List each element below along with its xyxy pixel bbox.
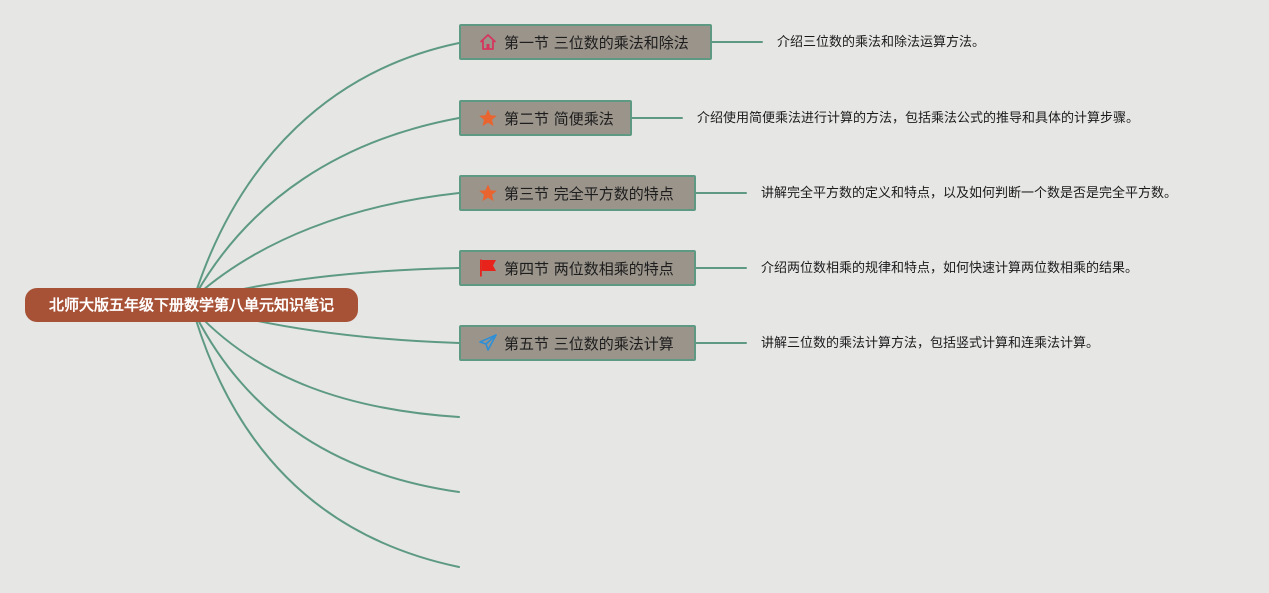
topic-node-1[interactable]: 第一节 三位数的乘法和除法 — [459, 24, 712, 60]
paper-plane-icon — [478, 333, 498, 353]
home-icon — [478, 32, 498, 52]
topic-label-3: 第三节 完全平方数的特点 — [504, 184, 674, 203]
branch-line-2 — [195, 117, 460, 295]
topic-description-4: 介绍两位数相乘的规律和特点，如何快速计算两位数相乘的结果。 — [761, 261, 1139, 276]
topic-node-2[interactable]: 第二节 简便乘法 — [459, 100, 632, 136]
branch-line-1 — [195, 42, 460, 293]
topic-label-4: 第四节 两位数相乘的特点 — [504, 259, 674, 278]
root-node[interactable]: 北师大版五年级下册数学第八单元知识笔记 — [25, 288, 358, 322]
topic-description-3: 讲解完全平方数的定义和特点，以及如何判断一个数是否是完全平方数。 — [761, 186, 1178, 201]
topic-node-5[interactable]: 第五节 三位数的乘法计算 — [459, 325, 696, 361]
topic-description-1: 介绍三位数的乘法和除法运算方法。 — [777, 35, 986, 50]
topic-label-5: 第五节 三位数的乘法计算 — [504, 334, 674, 353]
branch-line-empty-1 — [195, 311, 460, 418]
topic-label-1: 第一节 三位数的乘法和除法 — [504, 33, 689, 52]
root-title: 北师大版五年级下册数学第八单元知识笔记 — [48, 296, 334, 314]
topic-node-3[interactable]: 第三节 完全平方数的特点 — [459, 175, 696, 211]
branch-line-empty-3 — [195, 319, 460, 568]
flag-icon — [478, 258, 498, 278]
branch-line-empty-2 — [195, 315, 460, 493]
star-icon — [478, 183, 498, 203]
topic-description-2: 介绍使用简便乘法进行计算的方法，包括乘法公式的推导和具体的计算步骤。 — [697, 111, 1140, 126]
topic-label-2: 第二节 简便乘法 — [504, 109, 614, 128]
star-icon — [478, 108, 498, 128]
topic-description-5: 讲解三位数的乘法计算方法，包括竖式计算和连乘法计算。 — [761, 336, 1100, 351]
branch-line-3 — [195, 192, 460, 297]
topic-node-4[interactable]: 第四节 两位数相乘的特点 — [459, 250, 696, 286]
